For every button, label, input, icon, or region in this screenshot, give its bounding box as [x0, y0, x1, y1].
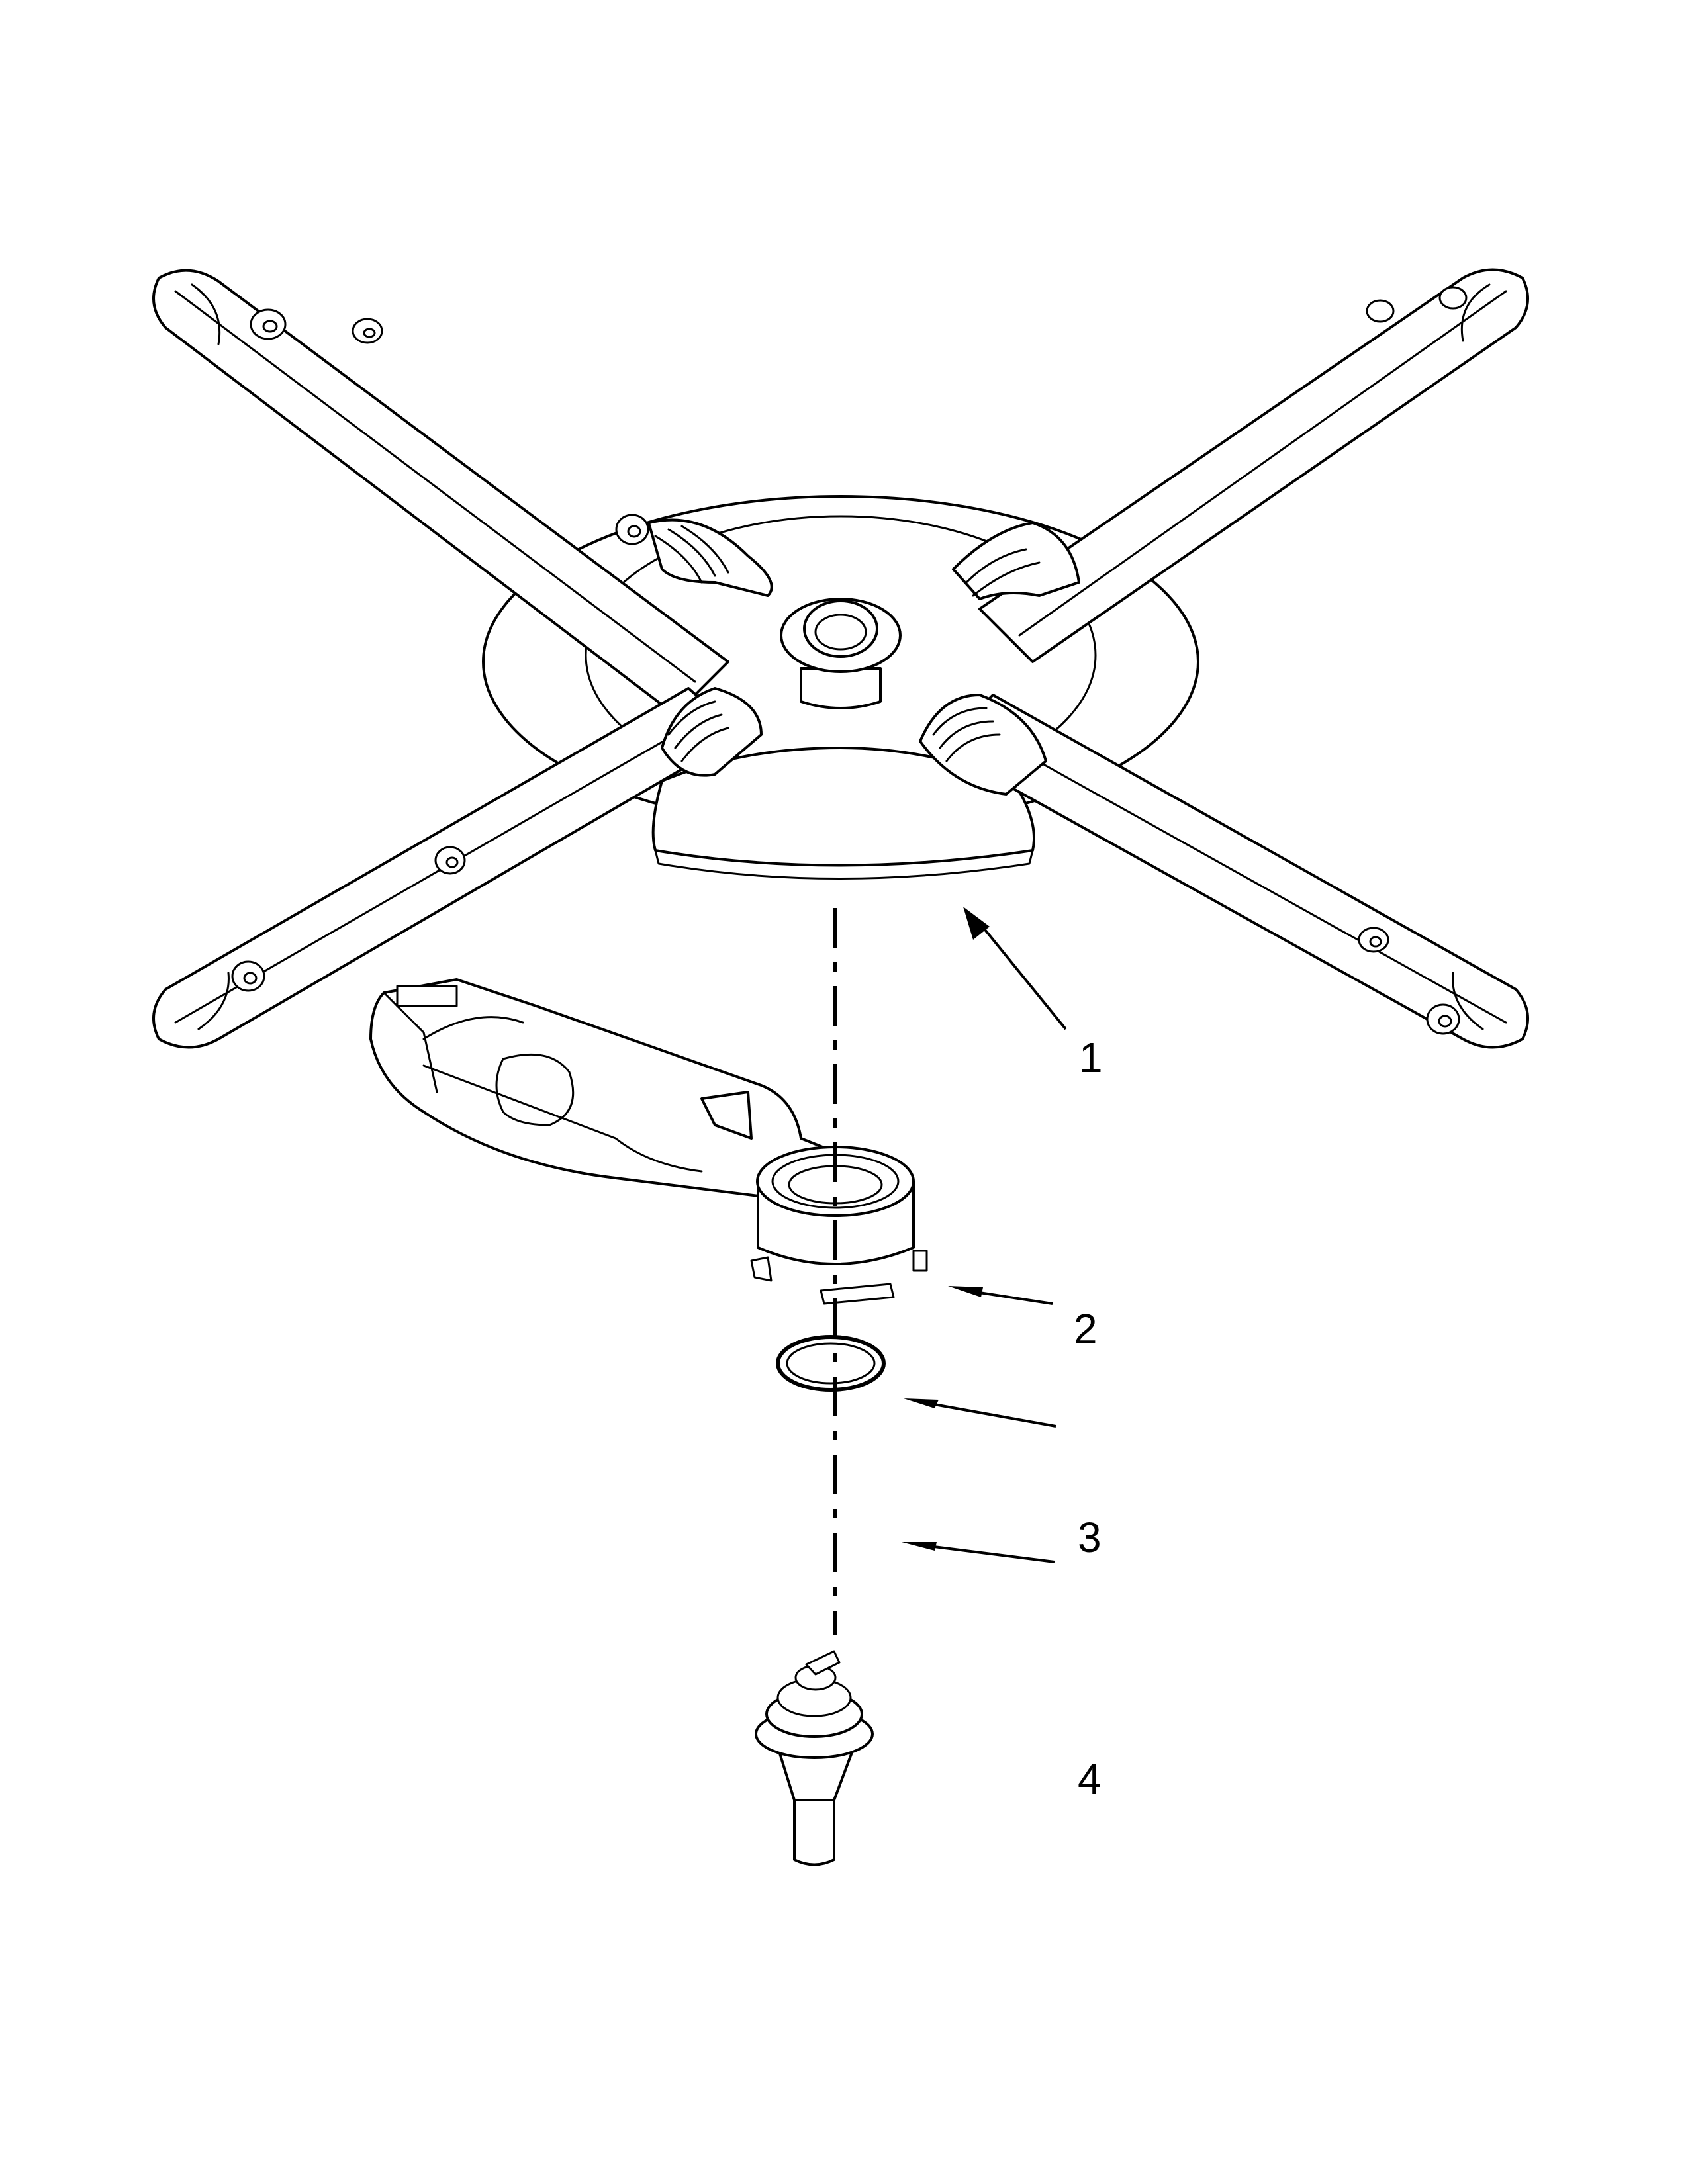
part-2-lower-spray-arm-manifold — [369, 978, 928, 1305]
callout-2: 2 — [948, 1286, 1098, 1353]
arm-lower-right — [919, 694, 1529, 1049]
arm-upper-right — [952, 268, 1529, 663]
center-hub — [780, 598, 902, 709]
callout-4: 4 — [902, 1542, 1102, 1803]
callout-label-4: 4 — [1078, 1755, 1102, 1803]
callout-label-1: 1 — [1079, 1034, 1103, 1081]
callout-3: 3 — [904, 1398, 1102, 1561]
arm-lower-left — [152, 687, 763, 1049]
part-3-o-ring-seal — [776, 1335, 886, 1392]
part-1-spray-arm-assembly — [152, 268, 1529, 1049]
part-4-hub-connector — [755, 1650, 874, 1866]
callout-1: 1 — [963, 907, 1103, 1081]
arm-upper-left — [152, 269, 773, 716]
callout-label-2: 2 — [1074, 1305, 1098, 1353]
callout-label-3: 3 — [1078, 1514, 1102, 1561]
